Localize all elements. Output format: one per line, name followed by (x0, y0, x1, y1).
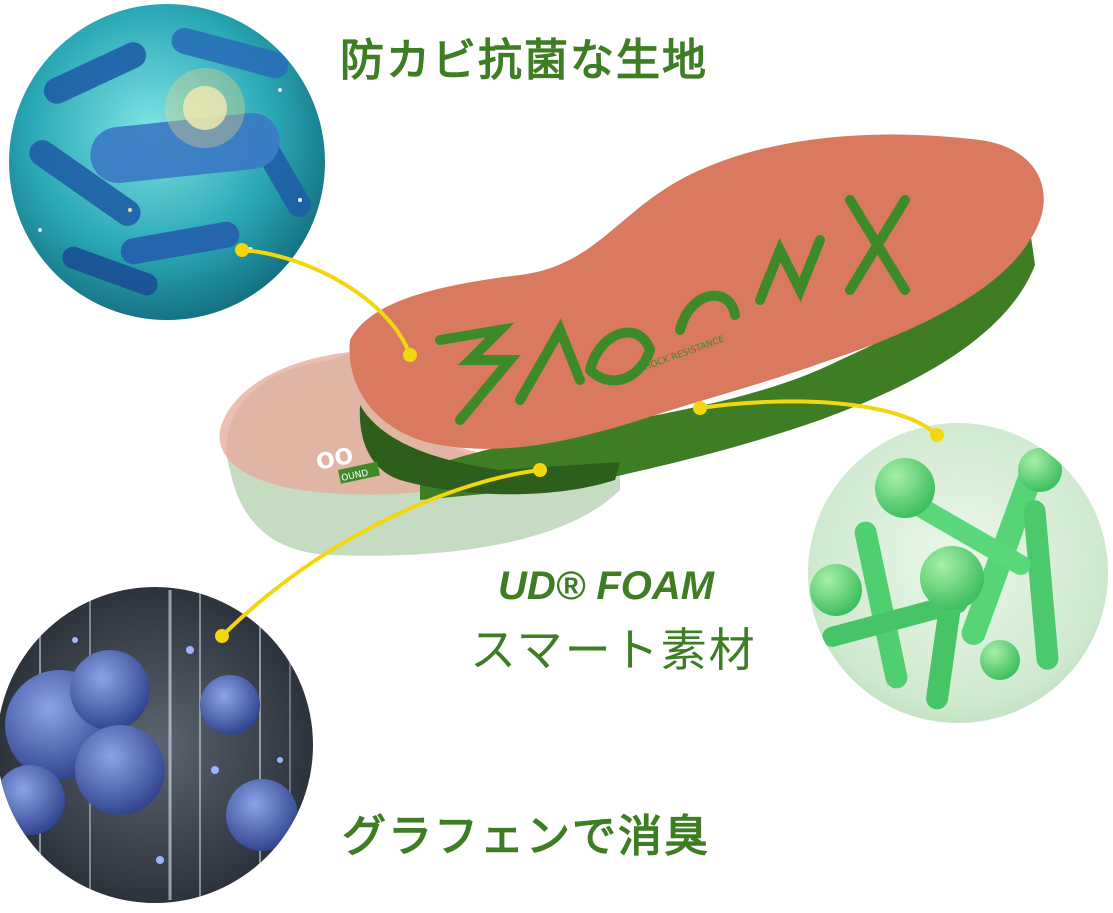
graphene-deodorize-label: グラフェンで消臭 (342, 811, 710, 862)
ud-foam-title: UD® FOAM (498, 564, 715, 608)
leader-dots (215, 243, 944, 643)
bacteria-image (9, 4, 325, 320)
smart-material-label: スマート素材 (470, 623, 757, 677)
antibacterial-fabric-label: 防カビ抗菌な生地 (340, 35, 708, 86)
insole-logo-mark (435, 195, 910, 425)
insole-illustration: SHOCK RESISTANCE OO OUND (219, 134, 1044, 556)
heel-tag (338, 461, 381, 484)
foam-structure-image (808, 423, 1108, 723)
graphene-image (0, 587, 313, 903)
leader-lines (220, 248, 939, 638)
